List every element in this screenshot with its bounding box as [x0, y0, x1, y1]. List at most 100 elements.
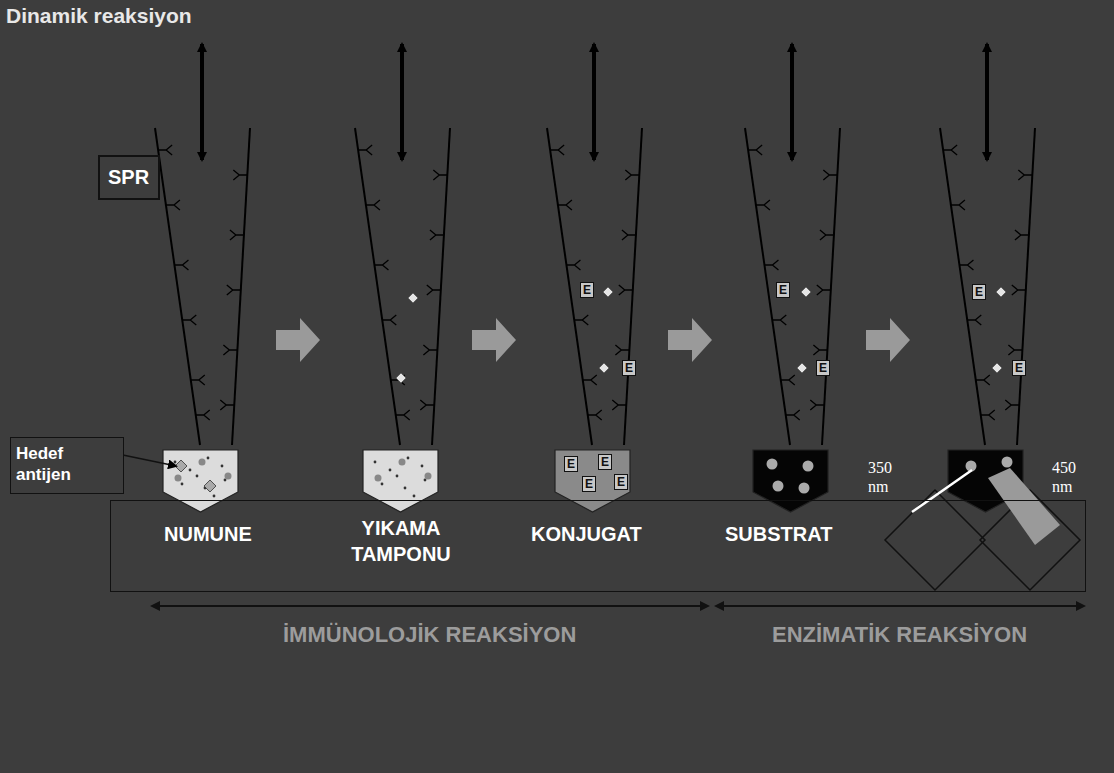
antibody: [1012, 285, 1026, 295]
fluorescent-product: [773, 481, 784, 492]
excitation-beam: [912, 470, 972, 512]
antibody: [433, 170, 447, 180]
antibody: [781, 375, 795, 385]
step-name: NUMUNE: [161, 521, 255, 547]
antibody: [227, 285, 241, 295]
enzyme-label: E: [816, 360, 830, 376]
antibody: [612, 400, 626, 410]
particle: [421, 465, 424, 468]
antigen: [801, 287, 811, 297]
antibody: [382, 315, 396, 325]
enzyme-label: E: [614, 474, 628, 490]
antibody: [420, 400, 434, 410]
antibody: [959, 260, 973, 270]
step-name: KONJUGAT: [528, 521, 645, 547]
fluorescent-product: [767, 459, 778, 470]
antigen: [603, 287, 613, 297]
antibody: [772, 315, 786, 325]
antigen: [204, 480, 216, 492]
antibody: [374, 260, 388, 270]
leader-line: [118, 454, 176, 466]
spr-wall: [1017, 128, 1035, 445]
node-label: SPR: [108, 165, 150, 190]
wavelength-label: 350 nm: [868, 458, 908, 496]
antibody: [817, 285, 831, 295]
diagram-title: Dinamik reaksiyon: [6, 4, 192, 28]
phase-label: ENZİMATİK REAKSİYON: [772, 622, 1027, 648]
antibody: [625, 170, 639, 180]
spr-wall: [355, 128, 400, 445]
antibody: [619, 285, 633, 295]
spr-wall: [232, 128, 250, 445]
antibody: [182, 315, 196, 325]
enzyme-label: E: [776, 282, 790, 298]
particle: [374, 461, 377, 464]
antibody: [158, 145, 172, 155]
enzyme-label: E: [622, 360, 636, 376]
motion-arrow: [985, 44, 989, 160]
particle: [407, 457, 410, 460]
particle: [404, 487, 407, 490]
antibody: [756, 200, 770, 210]
antibody: [820, 230, 834, 240]
antibody: [786, 410, 800, 420]
particle: [396, 475, 399, 478]
wavelength-label: 450 nm: [1052, 458, 1092, 496]
antigen: [992, 363, 1002, 373]
antibody: [813, 345, 827, 355]
particle: [213, 495, 216, 498]
antibody: [550, 145, 564, 155]
phase-label: İMMÜNOLOJİK REAKSİYON: [283, 622, 576, 648]
particle: [425, 473, 432, 480]
fluorescent-product: [803, 461, 814, 472]
antibody: [1008, 345, 1022, 355]
fluorescent-product: [799, 483, 810, 494]
particle: [375, 475, 382, 482]
antigen: [599, 363, 609, 373]
particle: [199, 459, 206, 466]
antibody: [427, 285, 441, 295]
particle: [174, 461, 177, 464]
antibody: [615, 345, 629, 355]
antibody: [358, 145, 372, 155]
particle: [399, 459, 406, 466]
spr-wall: [432, 128, 450, 445]
antibody: [396, 410, 410, 420]
particle: [424, 479, 427, 482]
reagent-well: [753, 450, 828, 512]
step-name: YIKAMA TAMPONU: [338, 515, 464, 567]
antibody: [1015, 230, 1029, 240]
particle: [181, 483, 184, 486]
antibody: [191, 375, 205, 385]
particle: [413, 495, 416, 498]
antibody: [430, 230, 444, 240]
antibody: [810, 400, 824, 410]
antigen: [996, 287, 1006, 297]
enzyme-label: E: [972, 284, 986, 300]
fluorescent-product: [1002, 457, 1013, 468]
step-arrows: [276, 318, 910, 362]
antibody: [583, 375, 597, 385]
motion-arrow: [400, 44, 404, 160]
motion-arrow: [592, 44, 596, 160]
enzyme-label: E: [598, 454, 612, 470]
antibody: [748, 145, 762, 155]
spr-wall: [822, 128, 840, 445]
particle: [189, 469, 192, 472]
reagent-well: [163, 450, 238, 512]
step-band: NUMUNEYIKAMA TAMPONUKONJUGATSUBSTRAT: [110, 500, 1086, 592]
particle: [225, 473, 232, 480]
label-box: SPR: [98, 155, 160, 200]
antibody: [622, 230, 636, 240]
antibody: [566, 260, 580, 270]
particle: [381, 483, 384, 486]
antibody: [558, 200, 572, 210]
motion-arrow: [790, 44, 794, 160]
antibody: [981, 410, 995, 420]
antibody: [230, 230, 244, 240]
enzyme-label: E: [1012, 360, 1026, 376]
antibody: [588, 410, 602, 420]
antibody: [220, 400, 234, 410]
antigen: [175, 460, 187, 472]
